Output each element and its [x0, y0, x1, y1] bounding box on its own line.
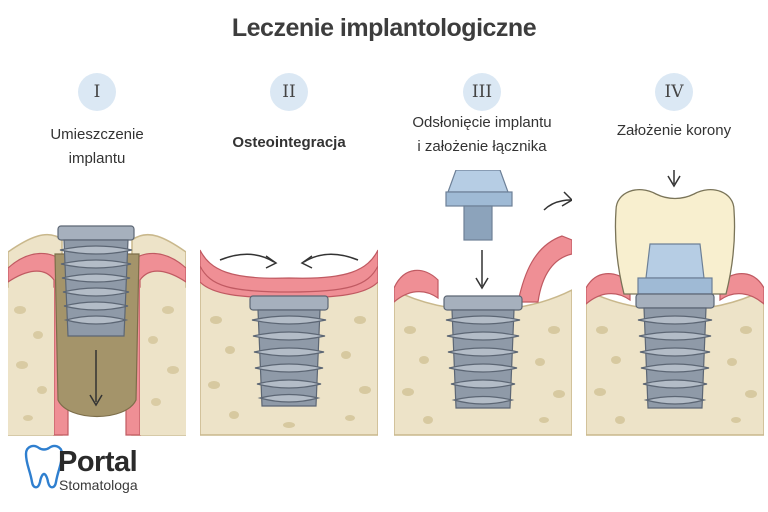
down-arrow-icon: [475, 277, 489, 290]
implant-head: [57, 225, 135, 241]
stage-2-caption-line-1: Osteointegracja: [232, 134, 346, 151]
implant-threads: [637, 315, 713, 405]
gum-left: [586, 273, 631, 305]
implant-threads: [251, 315, 327, 403]
abutment-post: [463, 205, 493, 241]
implant-head: [443, 295, 523, 311]
stage-3-illustration: [394, 170, 572, 436]
gum-left: [394, 269, 439, 303]
arrow-right-icon: [265, 255, 278, 269]
left-curved-arrow: [219, 253, 275, 263]
abutment-collar: [445, 191, 513, 207]
logo-subtitle: Stomatologa: [59, 477, 138, 493]
implant-threads: [59, 245, 133, 325]
stage-3-caption-line-2: i założenie łącznika: [417, 138, 547, 155]
stage-4-caption-line-1: Założenie korony: [616, 122, 732, 139]
abutment: [645, 243, 705, 279]
stage-1-caption-line-2: implantu: [68, 150, 126, 167]
gum-flap: [517, 235, 572, 303]
bone-pores: [402, 326, 565, 424]
stage-2-numeral: II: [270, 73, 308, 111]
bone-right-inner: [140, 281, 186, 435]
tooth-logo-icon: [24, 444, 64, 489]
bone-pores: [208, 316, 371, 428]
stage-1-numeral: I: [78, 73, 116, 111]
bone-pores: [594, 326, 757, 424]
flap-arrow-icon: [561, 191, 572, 207]
abutment-collar: [637, 277, 713, 295]
stage-2-caption: Osteointegracja: [199, 131, 379, 155]
crown: [614, 189, 736, 295]
implant-body: [451, 309, 515, 409]
stage-4-numeral: IV: [655, 73, 693, 111]
bone-left-inner: [8, 281, 54, 435]
implant-threads: [445, 315, 521, 405]
gum-closed: [200, 249, 378, 293]
implant-head: [249, 295, 329, 311]
bone-pores: [14, 306, 179, 421]
implant-head: [635, 293, 715, 309]
stage-1-caption: Umieszczenie implantu: [7, 123, 187, 171]
flap-arrow-line: [543, 199, 572, 211]
logo-wordmark: Portal: [58, 446, 138, 478]
arrow-left-icon: [300, 255, 313, 269]
stage-2-illustration: [200, 249, 378, 436]
down-arrow-icon: [89, 394, 103, 407]
right-curved-arrow: [303, 253, 359, 263]
stage-1-caption-line-1: Umieszczenie: [50, 126, 144, 143]
stage-3-caption: Odsłonięcie implantu i założenie łącznik…: [392, 111, 572, 159]
stage-4-caption: Założenie korony: [584, 119, 764, 143]
gum-right: [719, 273, 764, 305]
page-title: Leczenie implantologiczne: [231, 14, 537, 42]
stage-4-illustration: [586, 170, 764, 436]
stage-1-illustration: [8, 225, 186, 436]
abutment-top: [447, 170, 509, 193]
down-arrow-icon: [667, 175, 681, 188]
stage-3-numeral: III: [463, 73, 501, 111]
stage-3-caption-line-1: Odsłonięcie implantu: [412, 114, 552, 131]
